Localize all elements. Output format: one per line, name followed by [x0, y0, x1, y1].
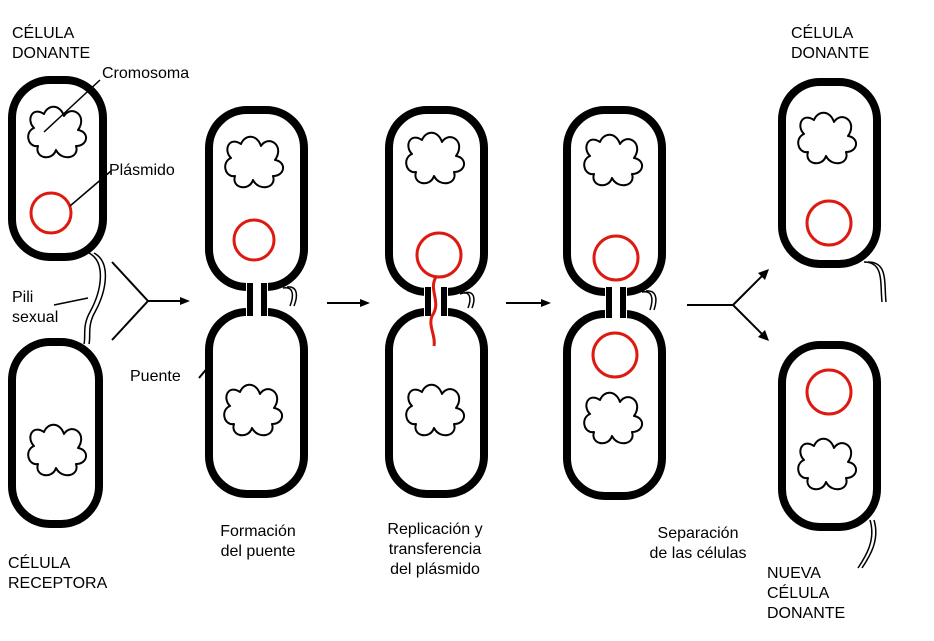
- label-new-donor: NUEVA CÉLULA DONANTE: [767, 565, 846, 622]
- stage2-cells: [205, 106, 308, 498]
- stage4-cells: [563, 106, 666, 500]
- plasmid-icon: [415, 231, 463, 279]
- stage3-cells: [385, 106, 488, 498]
- label-step-separation: Separación de las células: [649, 525, 747, 562]
- stage1-donor-cell: [8, 76, 107, 261]
- label-pili: Pili sexual: [12, 289, 59, 326]
- pili-strand: [83, 252, 107, 345]
- plasmid-icon: [29, 191, 73, 235]
- plasmid-icon: [805, 368, 853, 416]
- plasmid-icon: [805, 199, 853, 247]
- stage1-recipient-cell: [8, 338, 103, 528]
- label-donor-top: CÉLULA DONANTE: [12, 25, 91, 62]
- label-bridge: Puente: [130, 368, 181, 385]
- stage5-new-donor-cell: [778, 341, 881, 569]
- label-chromosome: Cromosoma: [102, 65, 190, 82]
- label-step-replication: Replicación y transferencia del plásmido: [387, 521, 483, 578]
- plasmid-strand: [429, 276, 438, 347]
- plasmid-icon: [592, 234, 640, 282]
- label-step-bridge: Formación del puente: [220, 523, 296, 560]
- split-arrow: [687, 273, 765, 337]
- label-donor-right: CÉLULA DONANTE: [791, 25, 870, 62]
- plasmid-icon: [591, 331, 639, 379]
- label-recipient: CÉLULA RECEPTORA: [8, 555, 108, 592]
- stage5-donor-cell: [778, 78, 887, 303]
- merge-arrow: [111, 261, 184, 341]
- plasmid-icon: [232, 218, 276, 262]
- label-plasmid: Plásmido: [109, 162, 175, 179]
